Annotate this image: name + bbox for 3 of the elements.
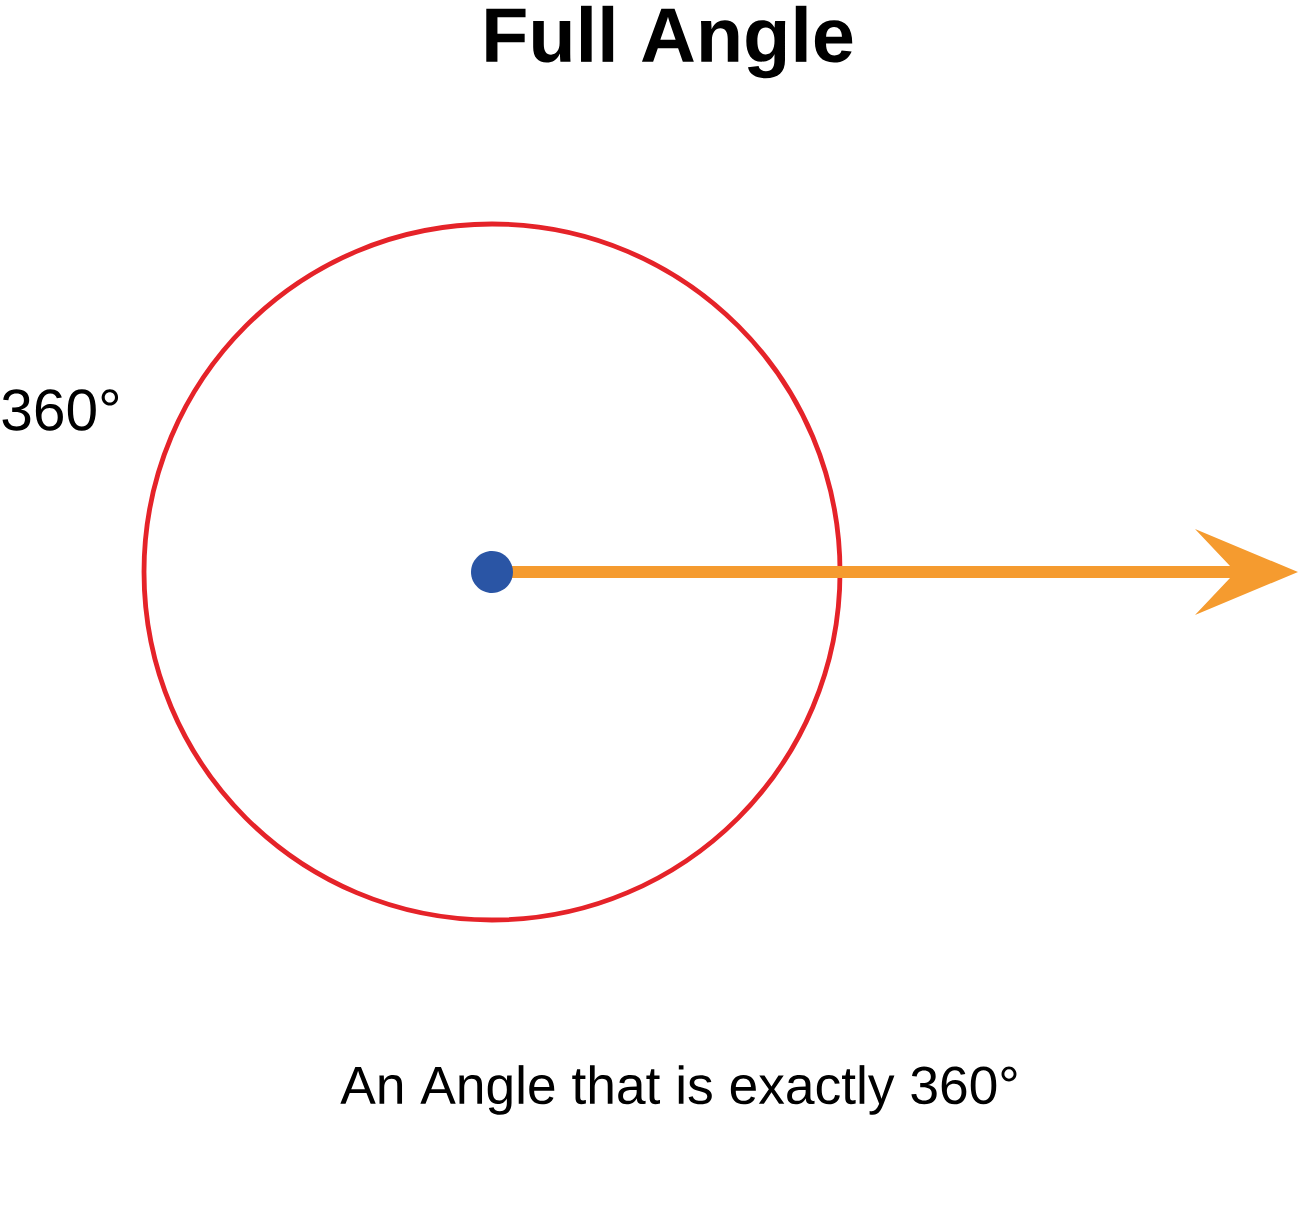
title: Full Angle	[486, 5, 853, 79]
angle-label: 360°	[2, 389, 119, 431]
caption: An Angle that is exactly 360°	[340, 1065, 1017, 1115]
